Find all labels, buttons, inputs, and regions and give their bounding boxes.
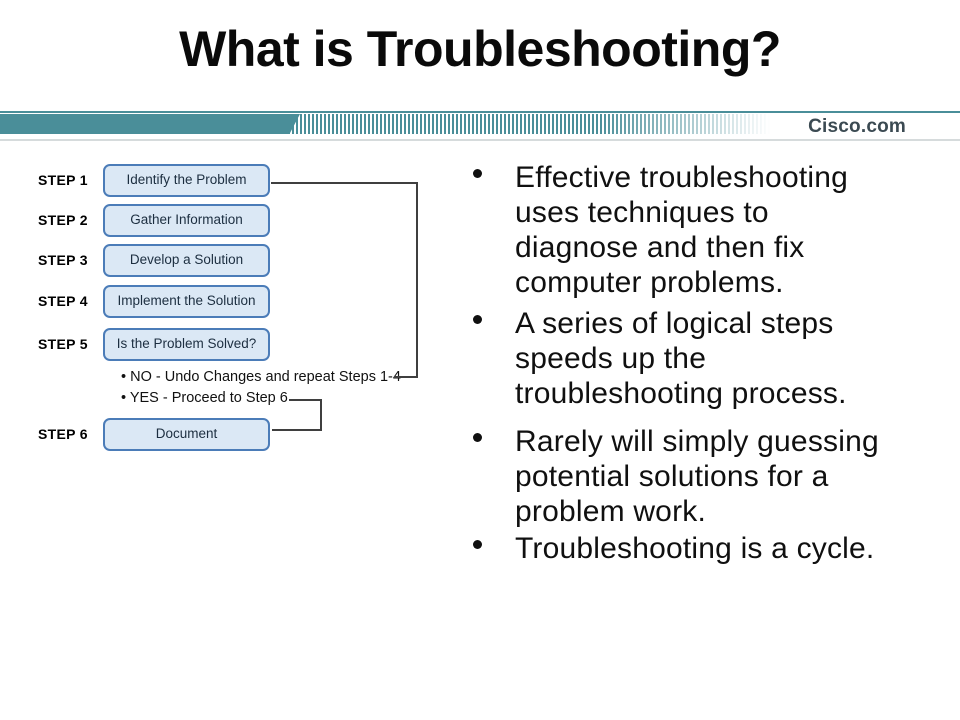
step-row-3: STEP 3 Develop a Solution [0,244,460,277]
step-1-label: STEP 1 [38,172,88,188]
troubleshooting-flowchart: STEP 1 Identify the Problem STEP 2 Gathe… [0,0,460,720]
step-1-box: Identify the Problem [103,164,270,197]
step-6-label: STEP 6 [38,426,88,442]
connector-loop-line [271,182,418,378]
page-title: What is Troubleshooting? [179,21,781,77]
header-rule [0,139,960,141]
step-5-label: STEP 5 [38,336,88,352]
brand-wordmark: Cisco.com [808,116,906,137]
list-item: Effective troubleshooting uses technique… [471,160,931,300]
connector-document-stub [272,429,322,431]
step-4-box: Implement the Solution [103,285,270,318]
connector-yes-line [289,399,322,431]
bullet-text: Effective troubleshooting uses technique… [515,161,848,299]
connector-no-stub [394,376,418,378]
step-2-box: Gather Information [103,204,270,237]
list-item: A series of logical steps speeds up the … [471,306,931,411]
bullet-dot-icon [473,169,482,178]
bullet-dot-icon [473,315,482,324]
step-5-box: Is the Problem Solved? [103,328,270,361]
step-3-label: STEP 3 [38,252,88,268]
band-accent-line [0,111,960,113]
step-3-box: Develop a Solution [103,244,270,277]
step-row-5: STEP 5 Is the Problem Solved? [0,328,460,361]
bullet-dot-icon [473,433,482,442]
branch-yes-label: • YES - Proceed to Step 6 [121,390,288,406]
band-solid-bar [0,114,300,134]
branch-no-label: • NO - Undo Changes and repeat Steps 1-4 [121,369,401,385]
step-2-label: STEP 2 [38,212,88,228]
bullet-dot-icon [473,540,482,549]
bullet-text: Rarely will simply guessing potential so… [515,425,879,528]
step-4-label: STEP 4 [38,293,88,309]
step-row-6: STEP 6 Document [0,418,460,451]
step-row-1: STEP 1 Identify the Problem [0,164,460,197]
list-item: Troubleshooting is a cycle. [471,531,931,566]
step-6-box: Document [103,418,270,451]
band-hatch-fade [598,114,794,134]
bullet-text: A series of logical steps speeds up the … [515,307,847,410]
step-row-4: STEP 4 Implement the Solution [0,285,460,318]
step-row-2: STEP 2 Gather Information [0,204,460,237]
bullet-text: Troubleshooting is a cycle. [515,532,875,565]
list-item: Rarely will simply guessing potential so… [471,424,931,529]
